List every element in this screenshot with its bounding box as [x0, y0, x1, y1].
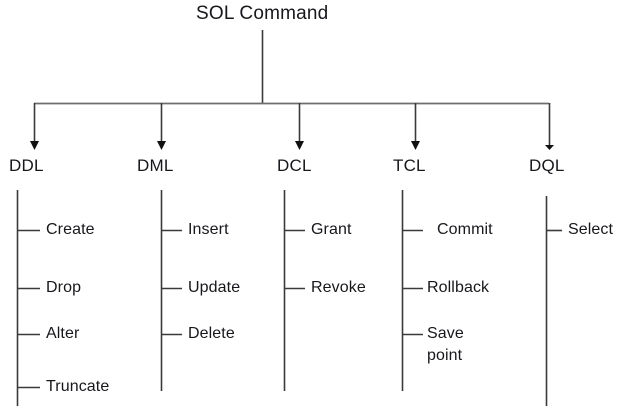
root-title: SOL Command	[196, 3, 329, 24]
leaf-label-revoke[interactable]: Revoke	[311, 279, 366, 296]
leaf-label-update[interactable]: Update	[188, 279, 241, 296]
category-label-dql[interactable]: DQL	[529, 156, 565, 175]
spine-dml	[160, 190, 182, 391]
spine-dql	[545, 196, 562, 406]
leaf-label-truncate[interactable]: Truncate	[46, 378, 110, 395]
branch-drop-dcl	[295, 103, 304, 150]
branch-drop-tcl	[411, 103, 420, 150]
leaf-label-drop[interactable]: Drop	[46, 279, 82, 296]
leaf-label-delete[interactable]: Delete	[188, 325, 235, 342]
leaf-label-save[interactable]: Save	[427, 325, 464, 342]
category-label-ddl[interactable]: DDL	[9, 156, 44, 175]
leaf-label-insert[interactable]: Insert	[188, 221, 229, 238]
spine-ddl	[16, 190, 40, 406]
leaf-label-alter[interactable]: Alter	[46, 325, 80, 342]
spine-dcl	[283, 190, 305, 391]
leaf-label-rollback[interactable]: Rollback	[427, 279, 490, 296]
leaf-label-select[interactable]: Select	[568, 221, 614, 238]
category-label-dml[interactable]: DML	[137, 156, 174, 175]
branch-drop-dql	[545, 103, 554, 150]
category-label-tcl[interactable]: TCL	[393, 156, 426, 175]
category-label-dcl[interactable]: DCL	[277, 156, 312, 175]
spine-tcl	[401, 190, 423, 391]
leaf-label-grant[interactable]: Grant	[311, 221, 352, 238]
leaf-label-create[interactable]: Create	[46, 221, 95, 238]
branch-drop-ddl	[30, 103, 39, 150]
leaf-label-save-point-continued[interactable]: point	[427, 347, 463, 364]
leaf-label-commit[interactable]: Commit	[437, 221, 493, 238]
branch-drop-dml	[157, 103, 166, 150]
